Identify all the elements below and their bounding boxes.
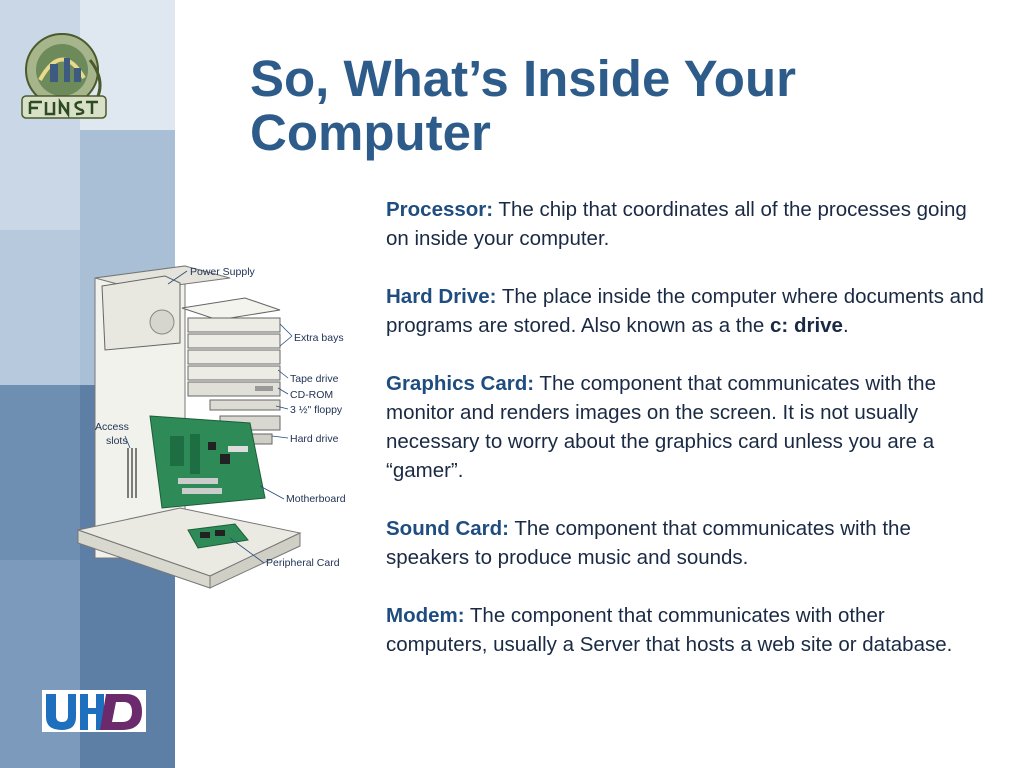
sound-card-paragraph: Sound Card: The component that communica… [386,514,986,572]
term-description: The component that communicates with oth… [386,604,953,656]
label-power-supply: Power Supply [190,266,256,278]
label-access-line2: slots [106,435,128,447]
label-tape-drive: Tape drive [290,373,339,385]
term-description: The component that communicates with the… [386,372,936,482]
label-motherboard: Motherboard [286,493,346,505]
power-supply-unit [101,275,181,351]
hard-drive-paragraph: Hard Drive: The place inside the compute… [386,282,986,340]
label-access-line1: Access [95,421,129,433]
term-label: Graphics Card: [386,372,535,395]
funstem-logo-icon [21,33,107,119]
computer-case-illustration: Power Supply Extra bays Tape drive CD-RO… [76,265,346,589]
graphics-card-paragraph: Graphics Card: The component that commun… [386,369,986,485]
uhd-logo-icon [42,690,146,732]
title-line-2: Computer [250,104,491,161]
label-peripheral-card: Peripheral Card [266,557,340,569]
term-description-end: . [842,314,849,337]
slide-title: So, What’s Inside Your Computer [250,52,1010,160]
c-drive-emphasis: c: drive [770,314,843,337]
label-cd-rom: CD-ROM [290,389,333,401]
term-description: The place inside the computer where docu… [386,285,984,337]
term-label: Sound Card: [386,517,509,540]
computer-internals-diagram: Power Supply Extra bays Tape drive CD-RO… [70,258,370,593]
label-floppy: 3 ½" floppy [290,404,343,416]
term-description: The component that communicates with the… [386,517,911,569]
modem-paragraph: Modem: The component that communicates w… [386,601,986,659]
title-line-1: So, What’s Inside Your [250,50,796,107]
processor-paragraph: Processor: The chip that coordinates all… [386,195,986,253]
term-label: Modem: [386,604,465,627]
peripheral-card [187,523,249,549]
component-descriptions: Processor: The chip that coordinates all… [386,195,986,688]
term-label: Processor: [386,198,494,221]
term-label: Hard Drive: [386,285,497,308]
uhd-logo [42,690,146,732]
funstem-logo [20,30,112,126]
label-hard-drive: Hard drive [290,433,339,445]
label-extra-bays: Extra bays [294,332,344,344]
term-description: The chip that coordinates all of the pro… [386,198,967,250]
access-slots [127,448,137,498]
motherboard-board [149,415,266,509]
